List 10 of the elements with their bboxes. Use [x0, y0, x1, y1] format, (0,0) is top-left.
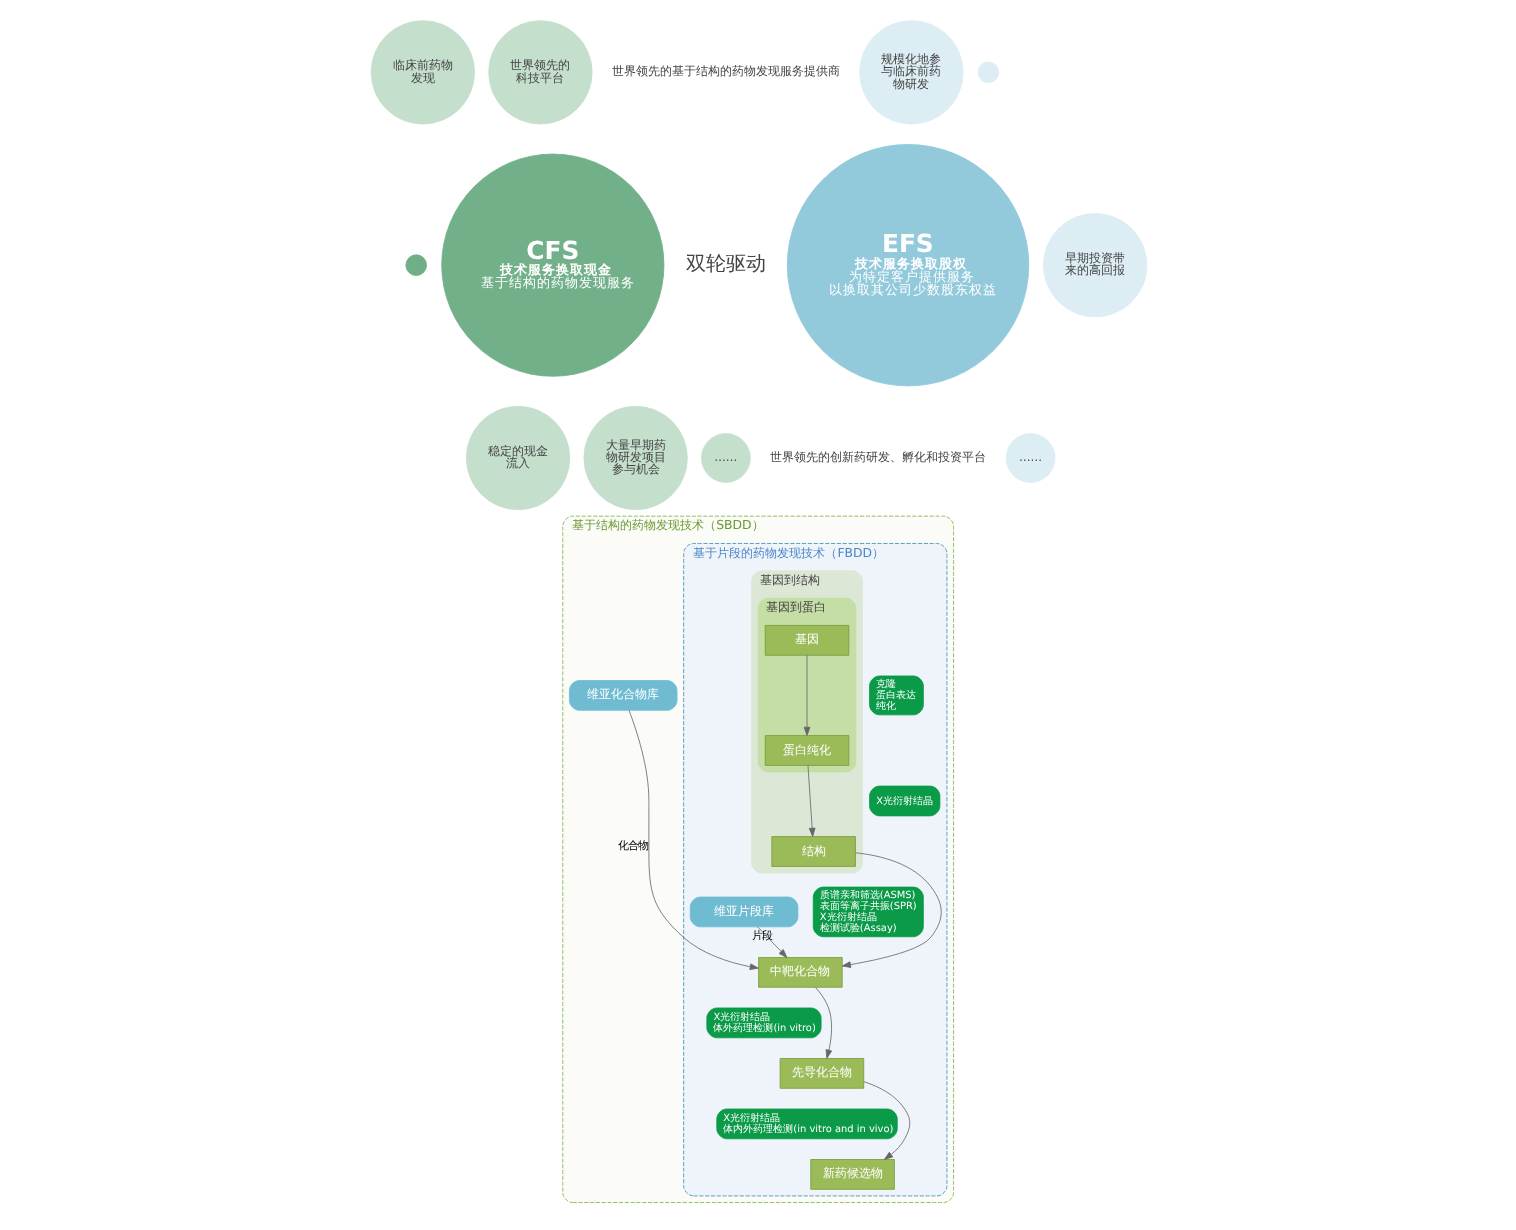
arrow — [756, 926, 787, 958]
arrow — [840, 852, 941, 968]
arrow — [814, 986, 832, 1059]
arrow — [806, 765, 815, 837]
node-circle — [404, 254, 426, 276]
node-circle — [976, 61, 999, 84]
arrow — [627, 710, 758, 970]
arrow — [802, 654, 810, 736]
label: 双轮驱动 — [684, 254, 765, 277]
arrow — [862, 1081, 910, 1160]
